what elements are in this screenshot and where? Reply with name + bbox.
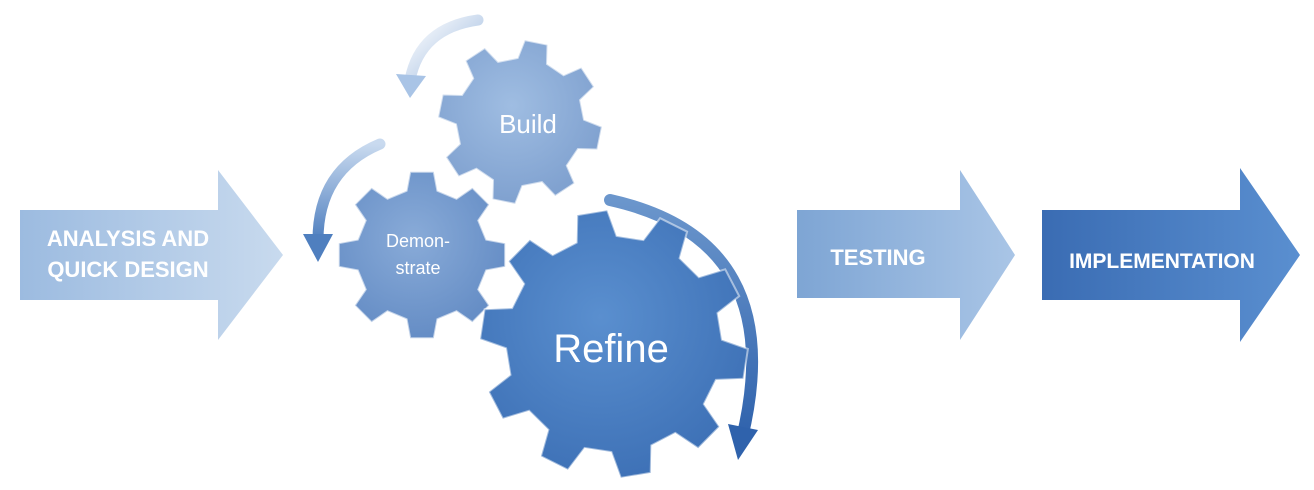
refine-gear-label: Refine (553, 327, 669, 371)
demonstrate-gear-label-line1: Demon- (386, 231, 450, 251)
build-gear-label: Build (499, 109, 557, 139)
analysis-label-line1: ANALYSIS AND (47, 226, 209, 251)
demonstrate-gear-label-line2: strate (395, 258, 440, 278)
cycle-arrow-top (396, 14, 484, 98)
refine-gear (478, 209, 750, 479)
testing-arrow (797, 170, 1015, 340)
cycle-arrow-right (604, 194, 759, 460)
analysis-label-line2: QUICK DESIGN (47, 257, 208, 282)
build-gear (436, 38, 604, 206)
analysis-arrow (20, 170, 283, 340)
cycle-arrow-left (303, 138, 386, 262)
testing-label: TESTING (830, 245, 925, 270)
implementation-label: IMPLEMENTATION (1069, 250, 1255, 273)
demonstrate-gear (337, 170, 507, 340)
implementation-arrow (1042, 168, 1300, 342)
